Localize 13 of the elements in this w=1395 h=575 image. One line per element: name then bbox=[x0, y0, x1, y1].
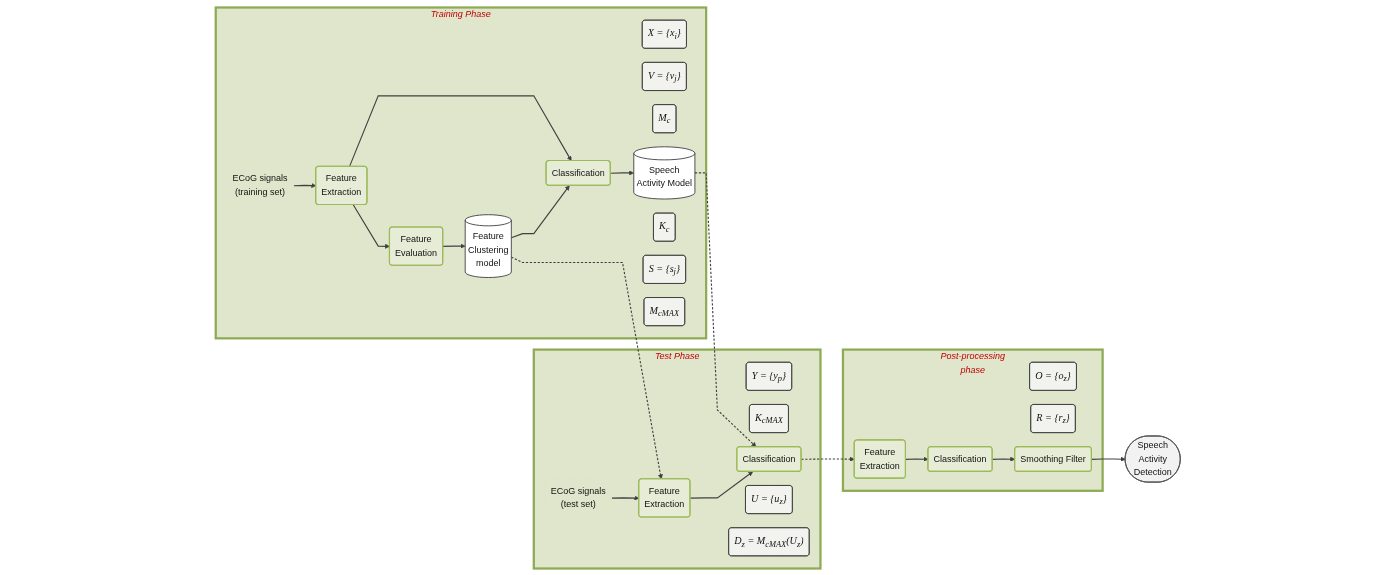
arrow bbox=[292, 182, 316, 188]
arrow bbox=[510, 184, 570, 238]
arrow bbox=[693, 171, 756, 447]
node-text: ECoG signals (training set) bbox=[232, 173, 288, 197]
arrow bbox=[510, 256, 663, 479]
arrow bbox=[689, 470, 753, 499]
arrow bbox=[1090, 456, 1126, 462]
node-text: ECoG signals (test set) bbox=[550, 485, 606, 509]
arrow bbox=[991, 456, 1015, 462]
arrow bbox=[904, 456, 928, 462]
arrow bbox=[610, 495, 639, 501]
arrow bbox=[609, 169, 634, 175]
arrow bbox=[348, 94, 572, 167]
